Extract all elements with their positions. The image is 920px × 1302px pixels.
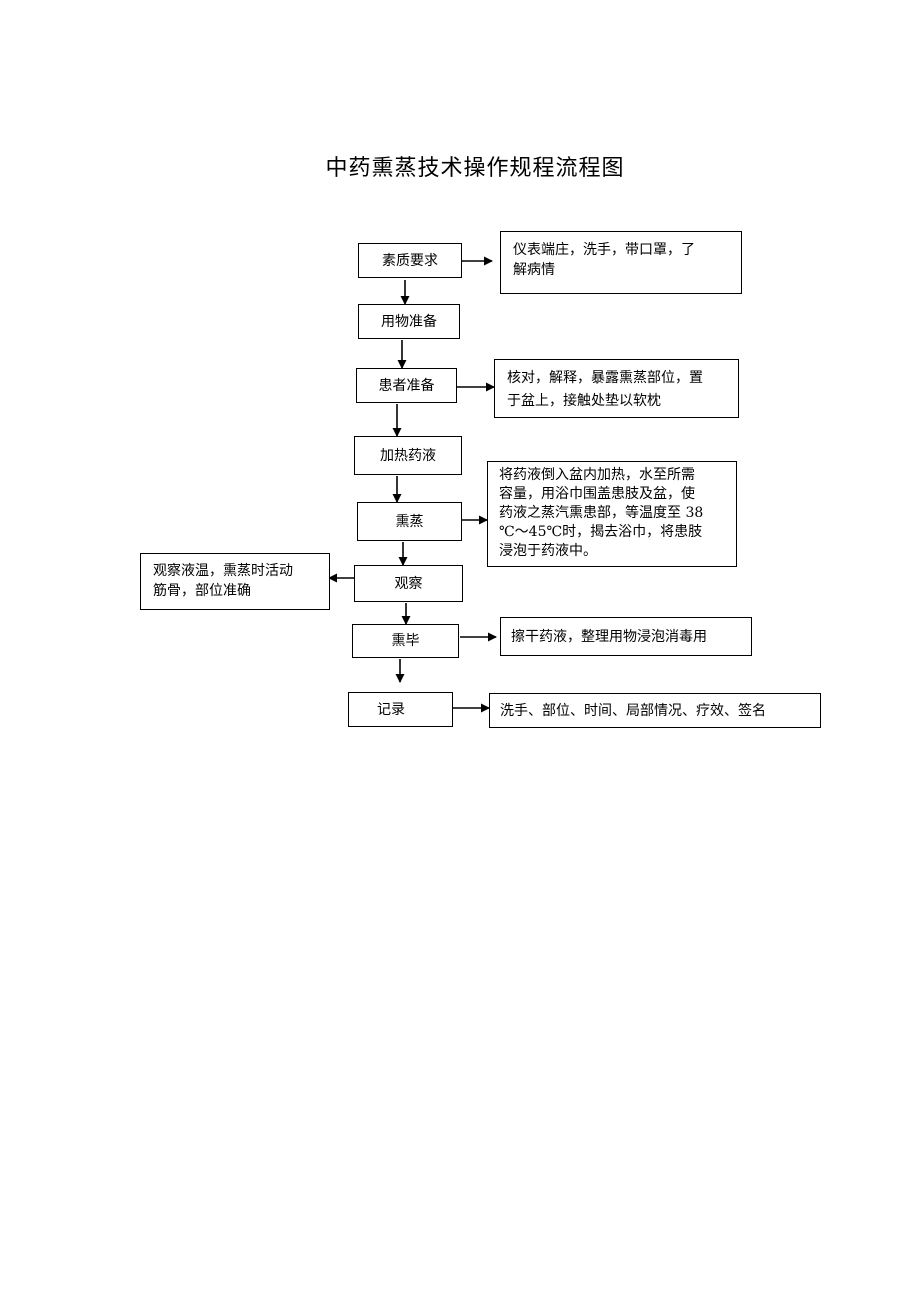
- note-fumigation: 将药液倒入盆内加热，水至所需 容量，用浴巾围盖患肢及盆，使 药液之蒸汽熏患部，等…: [487, 461, 737, 567]
- page-title: 中药熏蒸技术操作规程流程图: [325, 156, 625, 181]
- note-observation: 观察液温，熏蒸时活动 筋骨，部位准确: [140, 553, 330, 610]
- note-patient-preparation: 核对，解释，暴露熏蒸部位，置 于盆上，接触处垫以软枕: [494, 359, 739, 418]
- step-quality-requirements: 素质要求: [358, 243, 462, 278]
- step-heat-medicine: 加热药液: [354, 436, 462, 475]
- step-fumigation: 熏蒸: [357, 502, 462, 541]
- note-quality-requirements: 仪表端庄，洗手，带口罩，了 解病情: [500, 231, 742, 294]
- step-observe: 观察: [354, 565, 463, 602]
- note-finish: 擦干药液，整理用物浸泡消毒用: [500, 617, 752, 656]
- step-finish: 熏毕: [352, 624, 459, 658]
- step-supplies-preparation: 用物准备: [358, 304, 460, 339]
- note-record: 洗手、部位、时间、局部情况、疗效、签名: [489, 693, 821, 728]
- step-patient-preparation: 患者准备: [356, 368, 457, 403]
- step-record: 记录: [348, 692, 453, 727]
